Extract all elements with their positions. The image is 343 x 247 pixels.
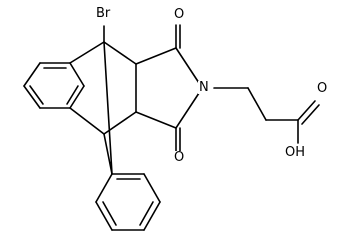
- bond: [95, 173, 113, 203]
- bond: [102, 201, 117, 226]
- bond: [135, 111, 177, 129]
- bond: [23, 62, 41, 87]
- bond: [69, 62, 85, 87]
- bond: [139, 201, 154, 226]
- bond: [143, 201, 161, 231]
- bond: [95, 201, 113, 231]
- bond: [135, 47, 177, 65]
- hydroxyl-group-label: OH: [284, 145, 307, 160]
- carbonyl-oxygen-bottom-label: O: [173, 150, 186, 165]
- bond: [69, 107, 105, 135]
- imide-nitrogen-label: N: [198, 80, 210, 95]
- bond: [103, 41, 113, 175]
- bond: [143, 173, 161, 203]
- bond: [69, 85, 85, 109]
- acid-carbonyl-oxygen-label: O: [316, 81, 329, 96]
- bromine-atom-label: Br: [95, 6, 112, 21]
- bond: [301, 104, 320, 125]
- bond: [175, 89, 202, 129]
- bond: [103, 41, 137, 65]
- bond: [247, 87, 267, 121]
- bond: [103, 133, 113, 175]
- carbonyl-oxygen-top-label: O: [173, 7, 186, 22]
- bond: [297, 100, 316, 121]
- bond: [175, 47, 202, 87]
- bond: [66, 85, 79, 105]
- bond: [23, 85, 41, 109]
- bond: [29, 85, 44, 105]
- bond: [69, 41, 105, 64]
